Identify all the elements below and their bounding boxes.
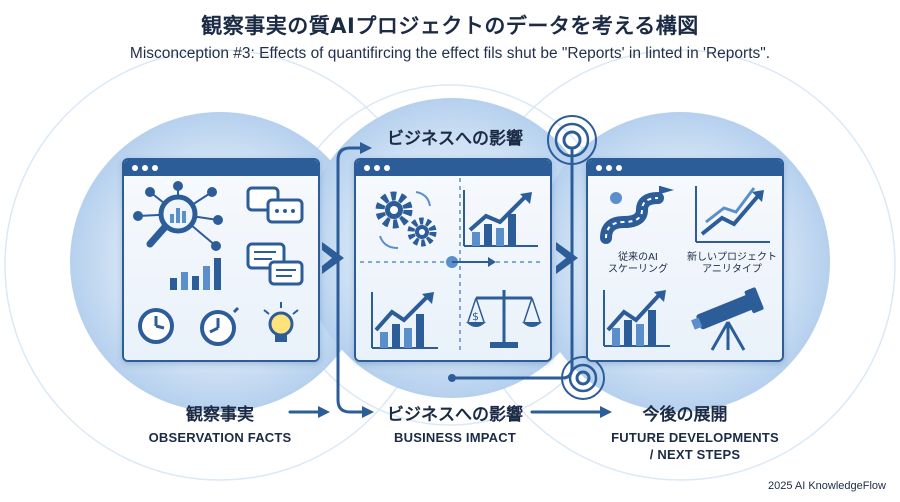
future-panel: 従来のAI スケーリング 新しいプロジェクト アニリタイプ [586, 158, 784, 362]
chevron-icon-right [556, 242, 578, 274]
page-title: 観察事実の質AIプロジェクトのデータを考える構図 [201, 14, 699, 38]
arrow-to-business-bottom [336, 256, 364, 414]
bar-growth-icon [603, 290, 670, 347]
page-subtitle: Misconception #3: Effects of quantifirci… [129, 45, 771, 62]
gears-icon [375, 191, 437, 249]
center-bubble-heading: ビジネスへの影響 [387, 129, 523, 149]
observation-panel [122, 158, 320, 362]
future-label-left: 従来のAI スケーリング [608, 252, 668, 275]
arrow-loop-back [450, 256, 574, 380]
chevron-icon-left [322, 242, 344, 274]
column-en-future: FUTURE DEVELOPMENTS / NEXT STEPS [611, 430, 779, 462]
arrow-to-business-top [336, 146, 362, 260]
rising-arrows-icon [695, 186, 770, 243]
stopwatch-icon [200, 306, 240, 346]
bar-chart-icon [170, 258, 221, 290]
future-label-right: 新しいプロジェクト アニリタイプ [687, 252, 777, 275]
footer-credit: 2025 AI KnowledgeFlow [767, 480, 886, 492]
chat-bubbles-icon [246, 186, 304, 224]
column-jp-future: 今後の展開 [642, 405, 728, 425]
growth-chart-icon [463, 190, 538, 247]
balance-scale-icon: $ [466, 290, 542, 348]
trend-chart-icon [371, 292, 438, 349]
business-panel: $ [354, 158, 552, 362]
window-bar [588, 160, 782, 176]
target-icon-bottom [561, 356, 605, 400]
window-bar [124, 160, 318, 176]
clock-icon [138, 308, 174, 344]
lightbulb-icon [263, 302, 299, 342]
telescope-icon [691, 287, 764, 351]
road-flag-icon [600, 186, 674, 244]
column-en-observation: OBSERVATION FACTS [148, 430, 292, 445]
magnifier-network-icon [133, 181, 223, 251]
window-bar [356, 160, 550, 176]
column-jp-observation: 観察事実 [186, 405, 254, 425]
column-en-business: BUSINESS IMPACT [394, 430, 516, 445]
column-jp-business: ビジネスへの影響 [387, 405, 523, 425]
svg-text:$: $ [472, 310, 479, 323]
message-bubbles-icon [246, 242, 304, 286]
